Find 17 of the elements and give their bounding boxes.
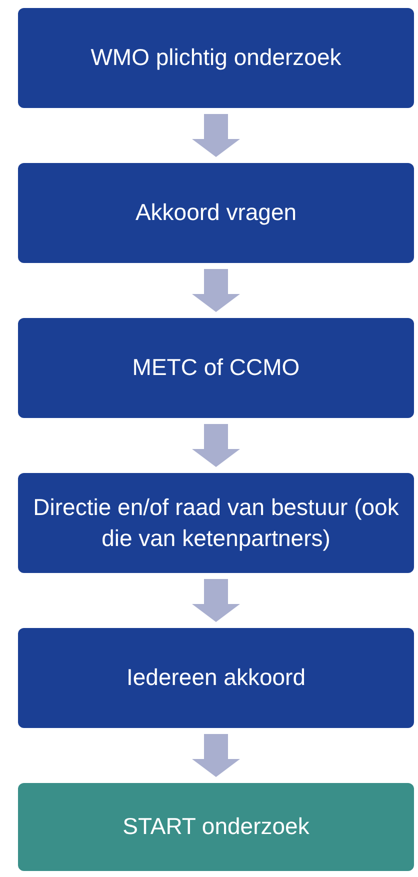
arrow	[192, 269, 240, 312]
process-box	[18, 8, 414, 108]
arrow	[192, 424, 240, 467]
box-label: START onderzoek	[122, 812, 310, 842]
process-box	[18, 783, 414, 871]
process-box	[18, 473, 414, 573]
box-label: Akkoord vragen	[135, 198, 297, 228]
box-label: WMO plichtig onderzoek	[90, 43, 342, 72]
arrow	[192, 579, 240, 622]
arrow	[192, 734, 240, 777]
process-box	[18, 163, 414, 263]
box-label: Directie en/of raad van bestuur (ook die van ketenpartners)	[32, 492, 400, 553]
box-label: Iedereen akkoord	[126, 663, 306, 692]
arrow	[192, 114, 240, 157]
process-box	[18, 318, 414, 418]
box-label: METC of CCMO	[132, 353, 300, 382]
process-box	[18, 628, 414, 728]
